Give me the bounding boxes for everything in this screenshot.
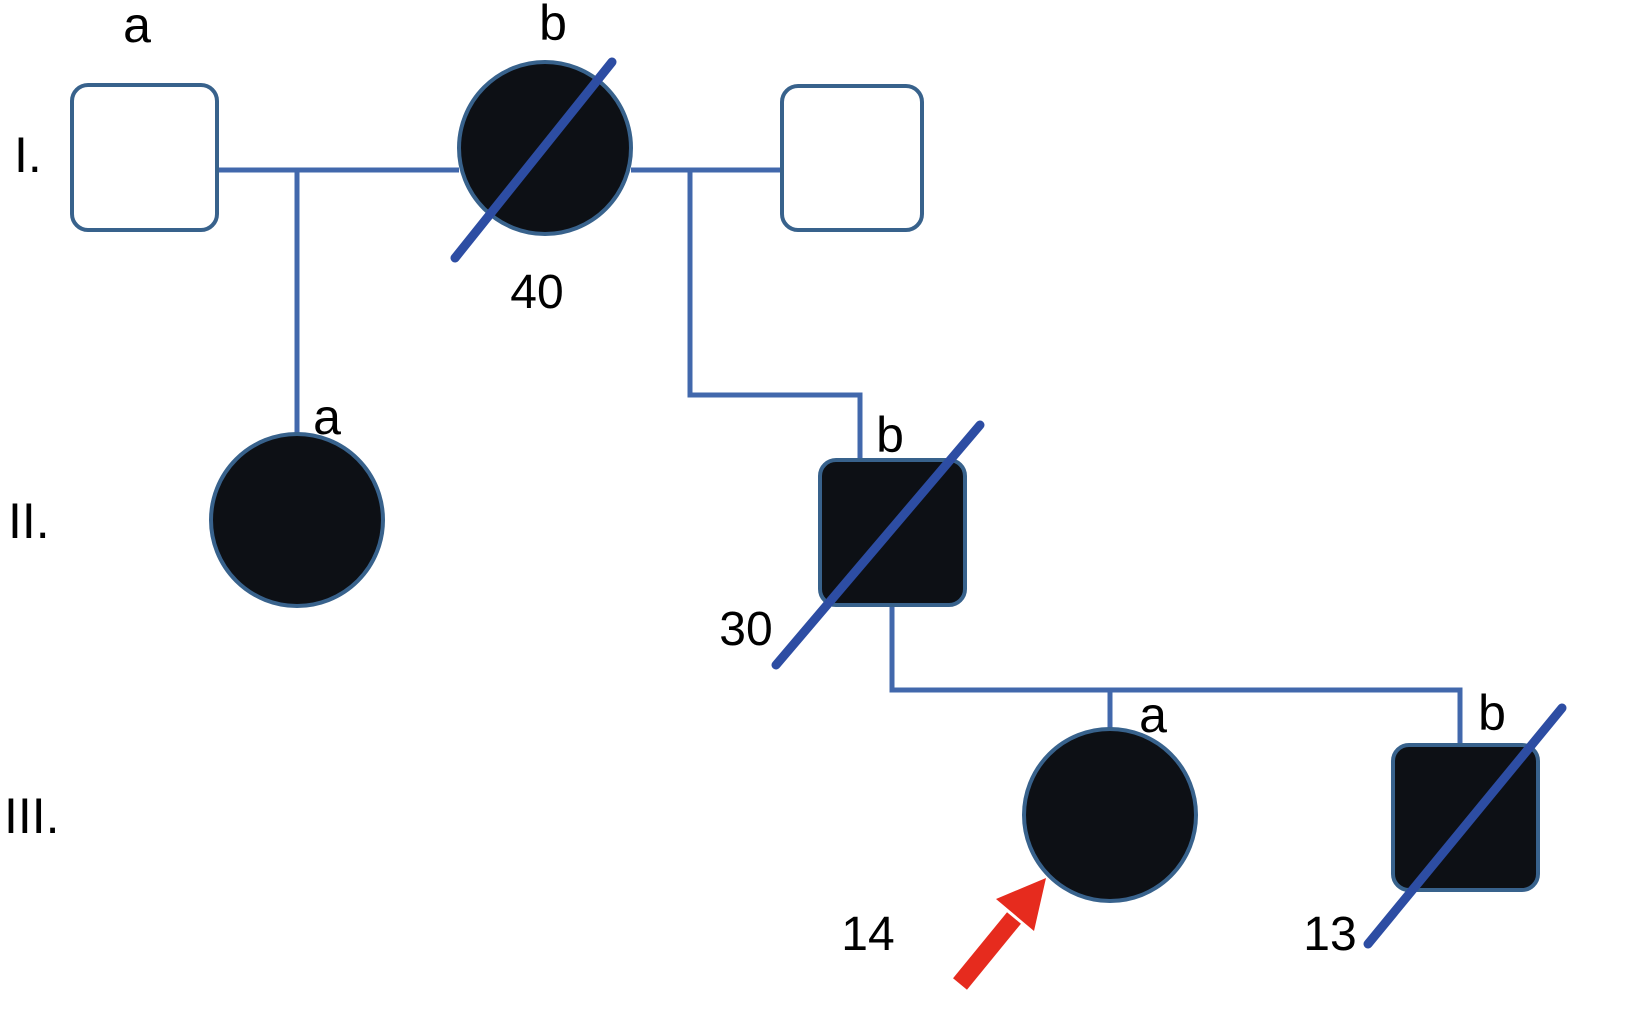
person-label: b bbox=[876, 407, 904, 463]
proband-arrow-icon bbox=[953, 878, 1046, 990]
person-label: b bbox=[539, 0, 567, 51]
female-symbol bbox=[209, 432, 385, 608]
person-age: 30 bbox=[719, 603, 772, 656]
generation-label-I: I. bbox=[14, 127, 42, 183]
proband-arrow-head bbox=[996, 878, 1046, 931]
person-label: a bbox=[1139, 687, 1167, 743]
sibship-line-III bbox=[889, 605, 1463, 745]
male-symbol bbox=[70, 83, 219, 232]
person-age: 14 bbox=[841, 908, 894, 961]
person-I-2: b 40 bbox=[450, 0, 633, 319]
person-label: a bbox=[123, 0, 151, 53]
person-III-2: b 13 bbox=[1303, 685, 1567, 961]
person-I-3 bbox=[780, 84, 924, 232]
generation-label-II: II. bbox=[8, 493, 50, 549]
kinship-lines bbox=[217, 167, 1463, 745]
person-III-1: a 14 bbox=[841, 687, 1198, 990]
deceased-slash-icon bbox=[450, 57, 617, 263]
person-II-1: a bbox=[209, 389, 385, 608]
person-I-1: a bbox=[70, 0, 219, 232]
descent-line-couple2-to-II2 bbox=[687, 170, 863, 460]
person-label: b bbox=[1478, 685, 1506, 741]
person-II-2: b 30 bbox=[719, 407, 985, 670]
female-symbol bbox=[1022, 727, 1198, 903]
deceased-slash-icon bbox=[1363, 703, 1567, 949]
proband-arrow-shaft bbox=[953, 912, 1021, 990]
person-label: a bbox=[313, 389, 341, 445]
deceased-slash-icon bbox=[771, 420, 985, 670]
person-age: 40 bbox=[510, 266, 563, 319]
male-symbol bbox=[780, 84, 924, 232]
generation-label-III: III. bbox=[4, 788, 60, 844]
person-age: 13 bbox=[1303, 908, 1356, 961]
